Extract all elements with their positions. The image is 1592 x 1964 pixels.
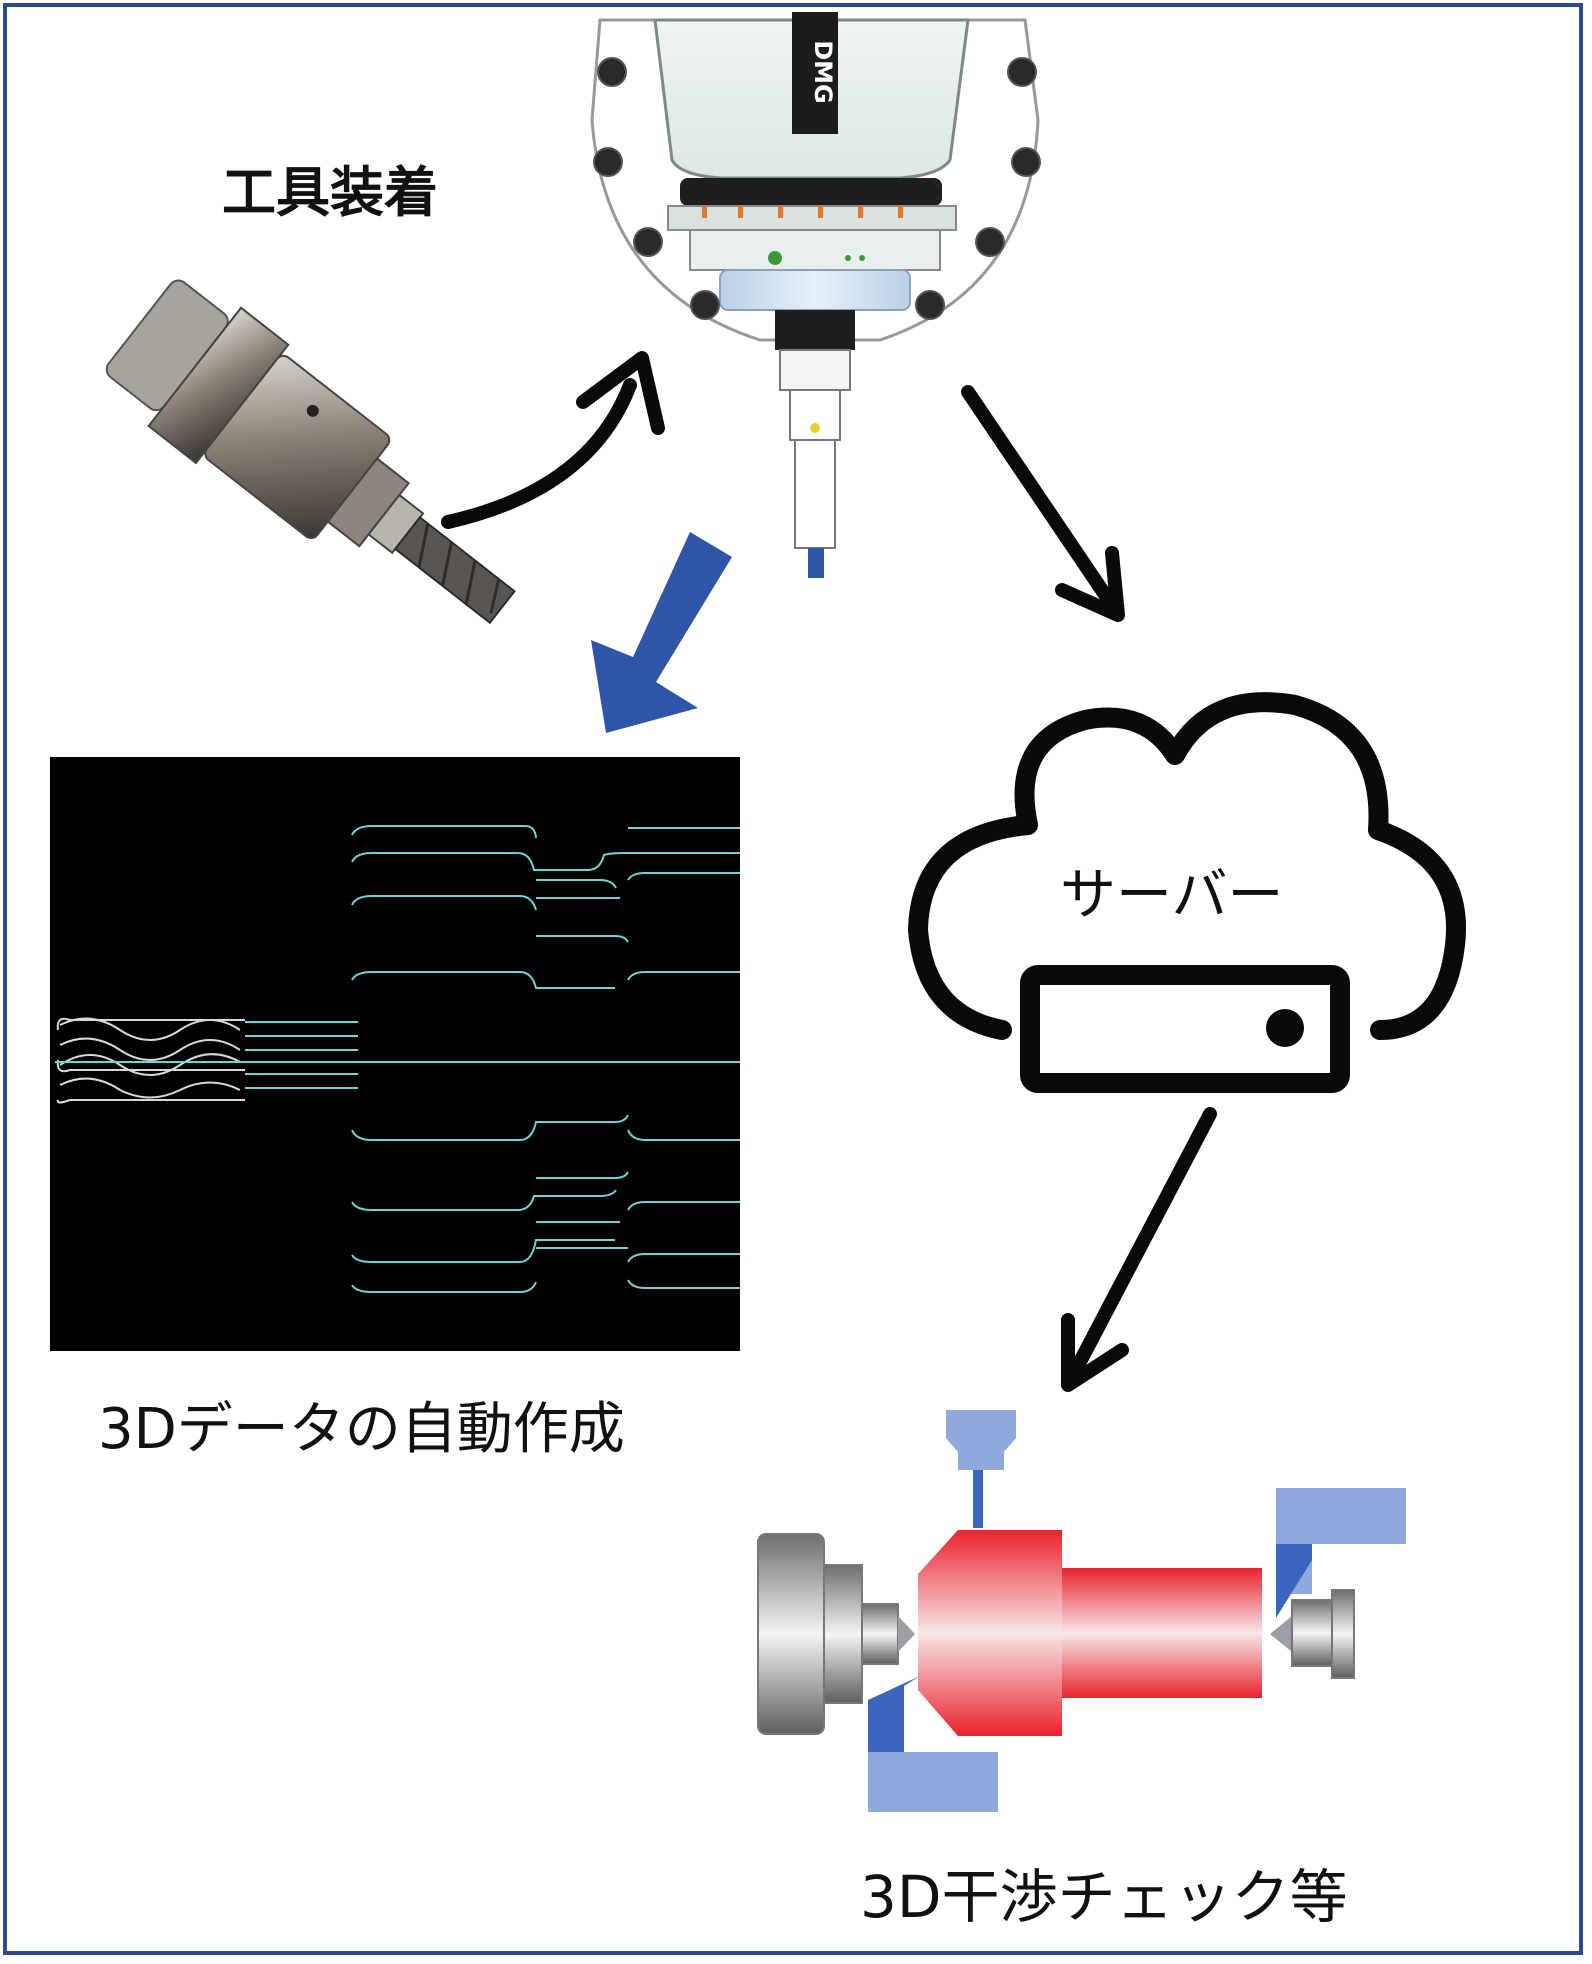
arrow-server-to-check: [1061, 1107, 1217, 1392]
interference-check-icon: [757, 1410, 1406, 1812]
diagram-frame: [3, 3, 1583, 1955]
label-auto-3d-data: 3Dデータの自動作成: [98, 1397, 625, 1462]
label-3d-interference-check: 3D干渉チェック等: [860, 1863, 1348, 1931]
cloud-server-icon: [908, 692, 1466, 1093]
label-tool-mounting: 工具装着: [222, 161, 438, 224]
scan-data-panel: [50, 757, 740, 1351]
arrow-tool-to-spindle: [441, 351, 665, 529]
tool-holder-icon: [105, 279, 516, 625]
arrow-spindle-to-server: [961, 385, 1125, 622]
label-server: サーバー: [1060, 863, 1284, 928]
spindle-brand-text: DMG: [809, 40, 837, 104]
spindle-head-icon: DMG: [590, 12, 1041, 578]
blue-arrow-icon: [591, 532, 732, 733]
